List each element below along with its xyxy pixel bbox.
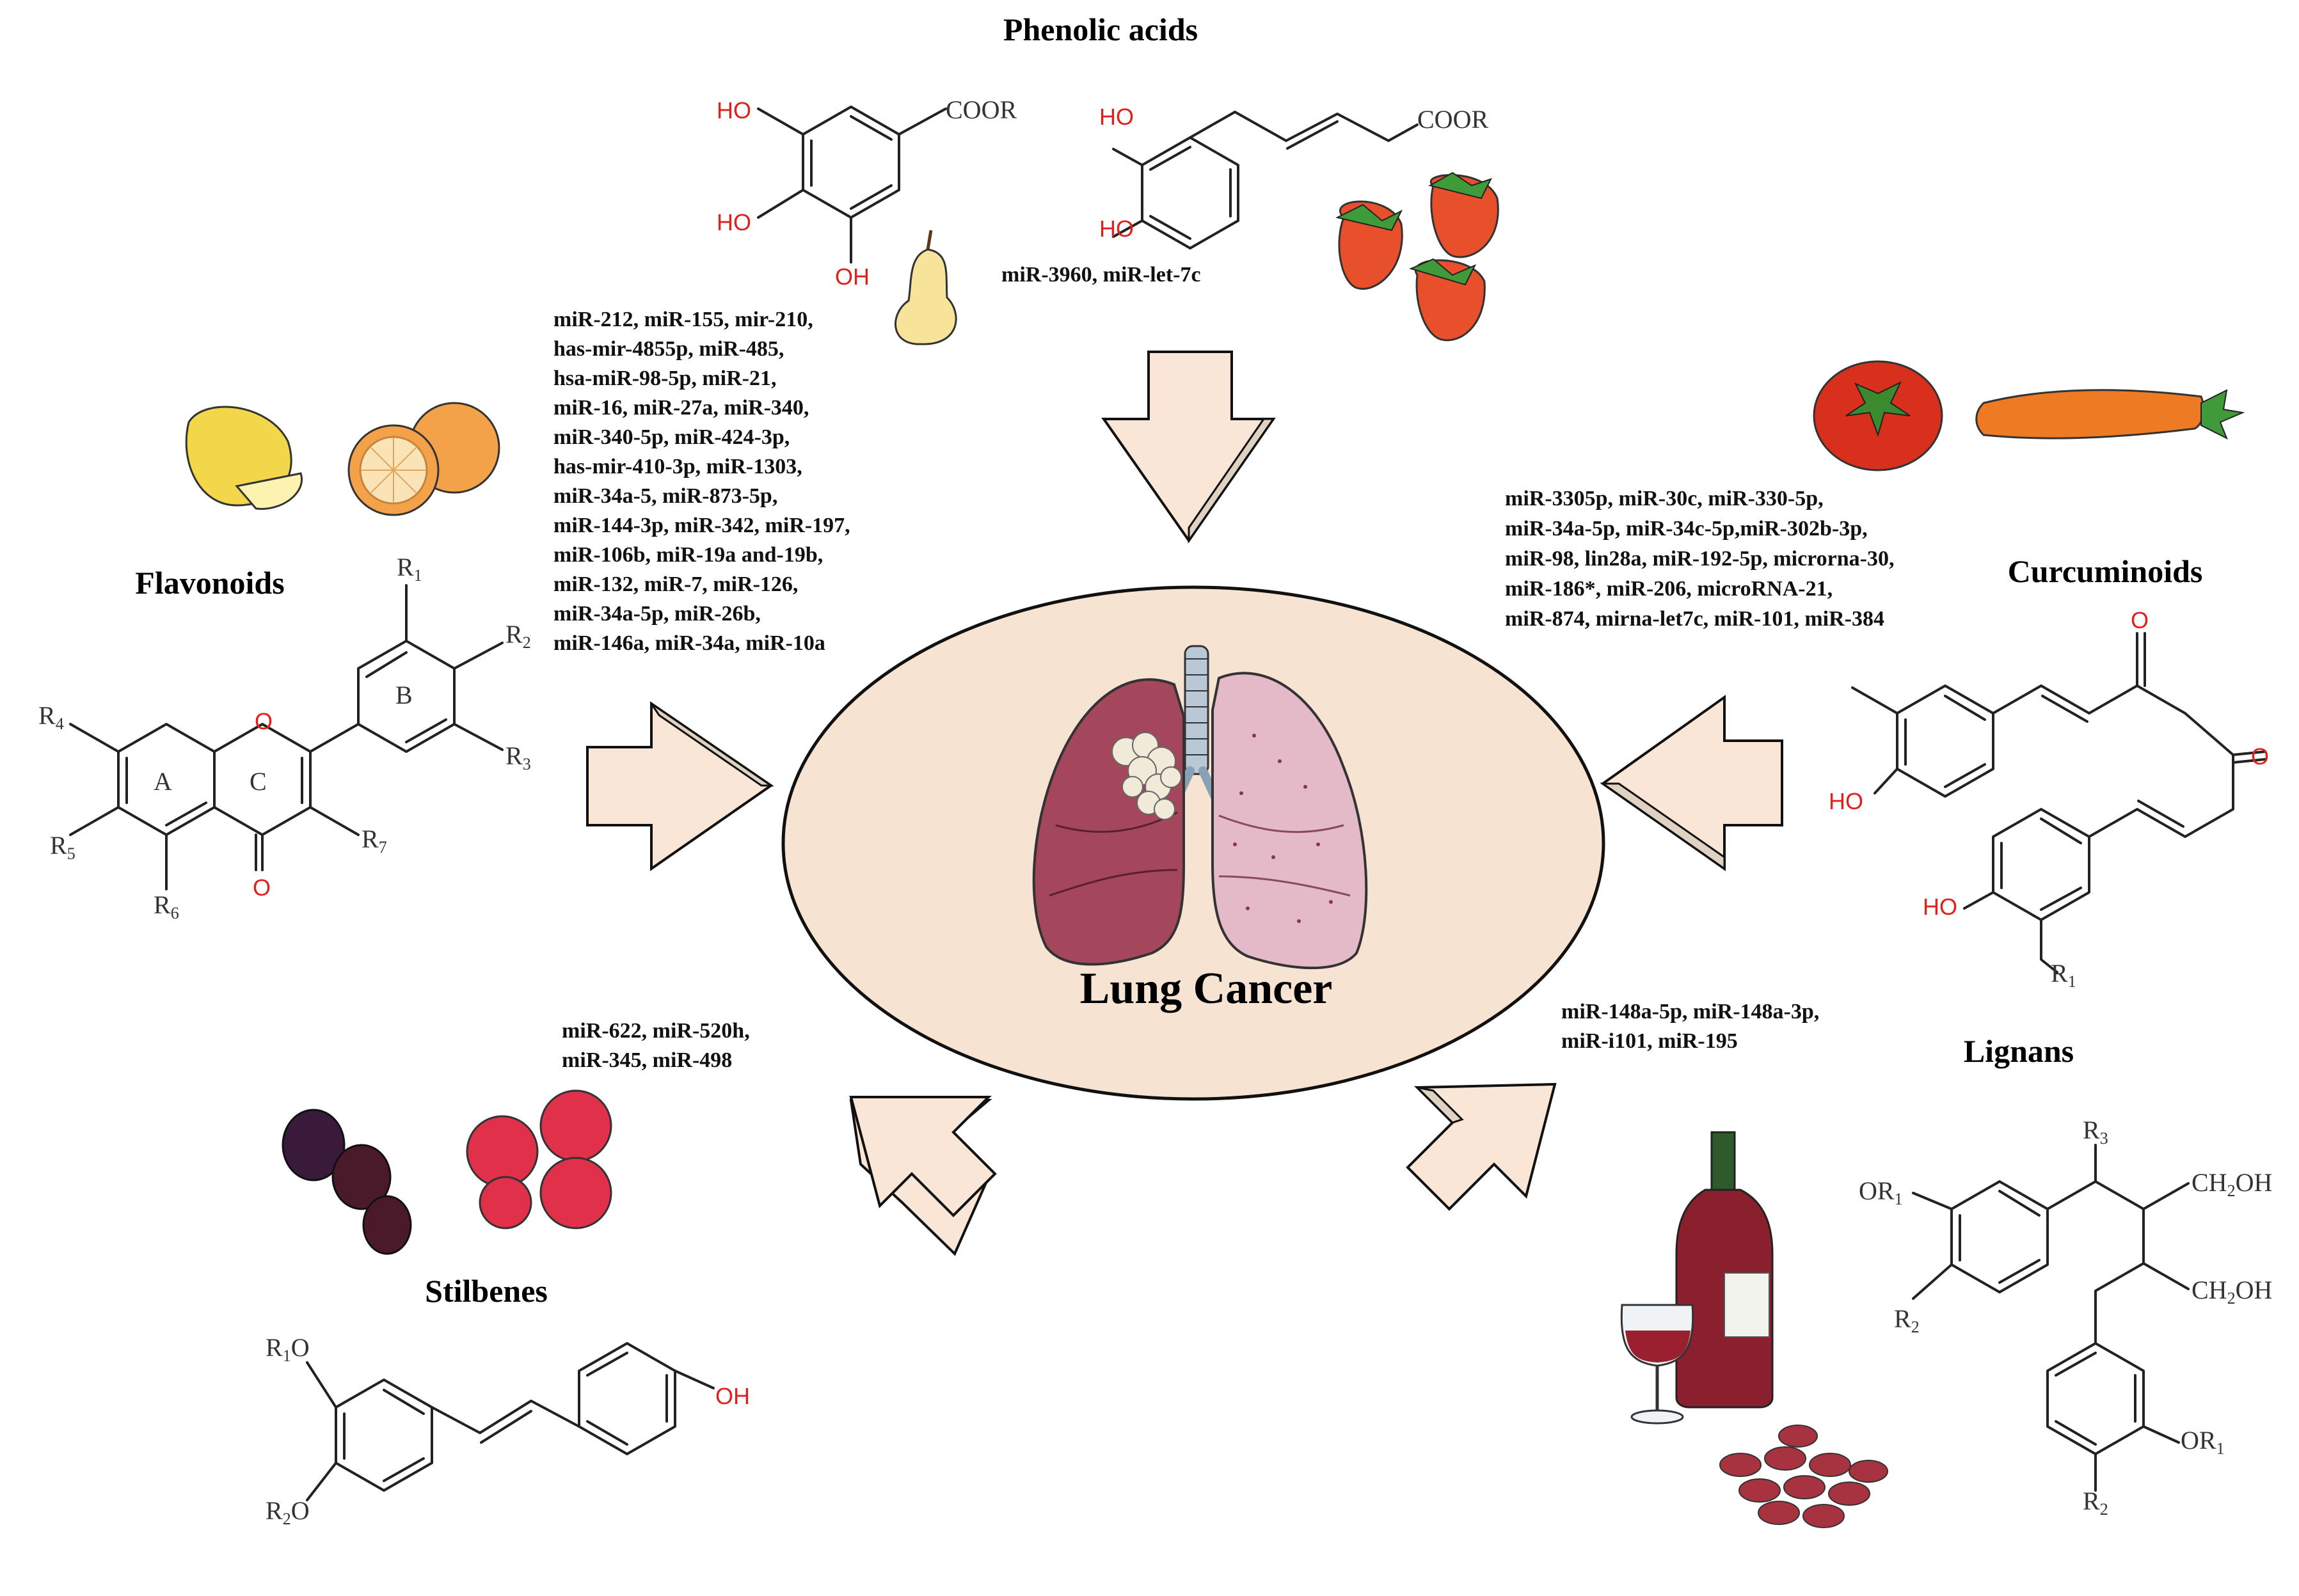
flavone-r2: R2 [505,620,531,652]
lignan-ch2oh-bottom: CH2OH [2192,1276,2272,1308]
flavone-o-keto: O [253,874,271,901]
flavone-o-ring: O [255,708,273,734]
mirna-lignans: miR-148a-5p, miR-148a-3p, miR-i101, miR-… [1561,1000,1825,1053]
flavone-ring-b: B [395,681,413,709]
stilbene-r2o: R2O [266,1496,310,1528]
orange-illustration [347,402,500,516]
lungs-illustration [1032,645,1368,970]
curcumin-r1: R1 [2051,959,2076,991]
lignan-r2-bottom: R2 [2083,1487,2108,1519]
label-phenolic-acids: Phenolic acids [1003,12,1198,47]
curcumin-oh-top: HO [1829,788,1863,814]
flavone-r7: R7 [362,825,387,857]
structure-curcuminoid: O O HO HO R1 [1829,607,2269,991]
caffeic-oh-top: HO [1099,104,1134,130]
lemon-illustration [185,406,303,510]
structure-lignan: OR1 R2 R3 CH2OH CH2OH OR1 R2 [1859,1116,2272,1519]
arrow-top [1101,351,1276,544]
flavone-r1: R1 [397,553,422,585]
label-lignans: Lignans [1964,1033,2074,1069]
dark-grapes-illustration [282,1109,412,1255]
gallic-oh-top: HO [717,97,751,123]
flavone-r6: R6 [154,890,179,922]
mirna-phenolic: miR-3960, miR-let-7c [1001,263,1201,287]
curcumin-oh-bottom: HO [1923,894,1957,920]
raspberries-illustration [466,1089,612,1229]
curcumin-o-top: O [2131,607,2149,633]
curcumin-o-right: O [2251,743,2269,770]
lignan-r3: R3 [2083,1116,2108,1148]
mirna-flavonoids: miR-212, miR-155, mir-210, has-mir-4855p… [553,308,855,655]
label-flavonoids: Flavonoids [135,565,284,601]
gallic-oh-bottom: OH [835,264,870,290]
structure-caffeic-acid: COOR HO HO [1099,104,1488,249]
pear-illustration [895,230,957,345]
arrow-left [586,701,774,871]
lignan-r2: R2 [1894,1304,1920,1336]
label-curcuminoids: Curcuminoids [2008,553,2203,589]
wine-illustration [1620,1131,1774,1425]
flavone-r5: R5 [50,831,76,863]
tumor [1111,732,1182,820]
lignan-ch2oh-top: CH2OH [2192,1168,2272,1200]
structure-gallic-acid: COOR HO HO OH [717,95,1017,290]
flavone-ring-c: C [250,767,267,796]
tomato-illustration [1813,360,1943,471]
mirna-curcuminoids: miR-3305p, miR-30c, miR-330-5p, miR-34a-… [1505,487,1900,631]
flavone-r4: R4 [38,701,64,733]
caffeic-coor: COOR [1417,105,1488,134]
carrot-illustration [1975,389,2245,440]
structure-flavone: O O A C B R1 R2 R3 R4 R5 R6 R7 [38,553,531,922]
stilbene-oh: OH [715,1383,750,1409]
lignan-or1: OR1 [1859,1176,1903,1208]
arrow-right [1600,695,1783,871]
gallic-oh-mid: HO [717,209,751,235]
strawberries-illustration [1335,171,1499,342]
caffeic-oh-bottom: HO [1099,216,1134,242]
stilbene-r1o: R1O [266,1333,310,1365]
arrow-bottom-right [1406,1082,1557,1211]
right-lung [1211,672,1368,970]
center-ellipse [781,585,1605,1101]
lignan-or1-bottom: OR1 [2181,1426,2225,1458]
arrow-bottom-left [849,1096,997,1256]
flavone-ring-a: A [154,767,172,796]
center-label: Lung Cancer [1080,964,1333,1013]
structure-stilbene: R1O R2O OH [266,1333,750,1528]
gallic-coor: COOR [946,95,1017,124]
mirna-stilbenes: miR-622, miR-520h, miR-345, miR-498 [562,1019,755,1072]
label-stilbenes: Stilbenes [425,1273,548,1309]
flavone-r3: R3 [505,741,531,773]
beans-illustration [1719,1425,1888,1528]
